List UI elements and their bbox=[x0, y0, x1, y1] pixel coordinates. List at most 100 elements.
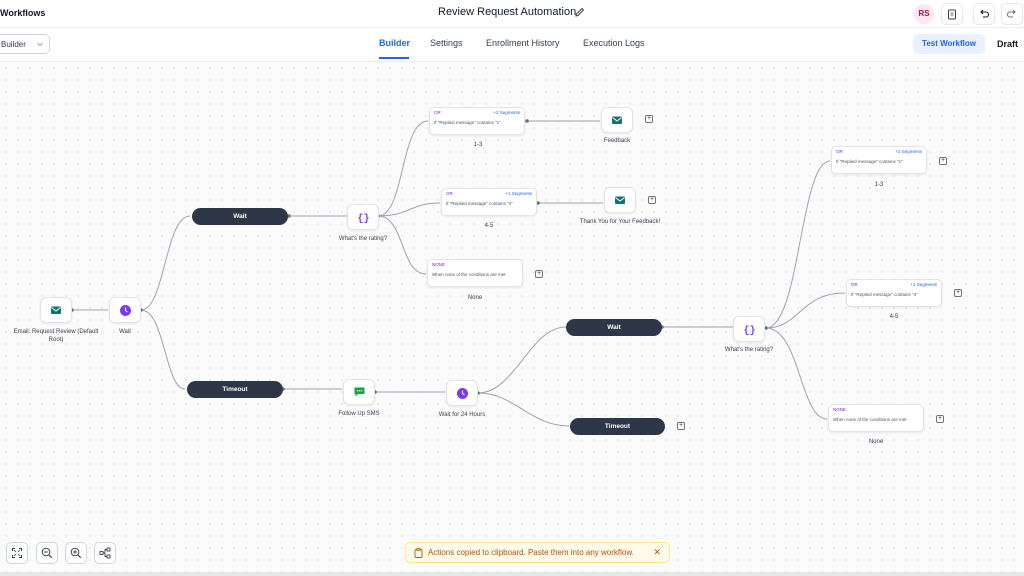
add-step-button[interactable]: + bbox=[677, 422, 685, 430]
condition-text: If "Replied message" contains "1" bbox=[434, 120, 501, 125]
email-node-label: Email: Request Review (Default Root) bbox=[13, 329, 99, 343]
wait-node[interactable] bbox=[109, 297, 141, 323]
zoom-out-button[interactable] bbox=[36, 542, 58, 564]
wait-24-node[interactable] bbox=[446, 380, 478, 406]
redo-icon bbox=[1006, 9, 1016, 18]
email-icon bbox=[51, 306, 61, 314]
clock-icon bbox=[456, 387, 468, 399]
condition-card[interactable]: OR +1 Segments If "Replied message" cont… bbox=[441, 188, 537, 216]
rating-condition-node[interactable]: {} bbox=[733, 316, 765, 342]
clipboard-icon bbox=[414, 548, 423, 558]
condition-label: 1-3 bbox=[473, 142, 483, 148]
close-icon[interactable]: ✕ bbox=[653, 547, 661, 557]
braces-icon: {} bbox=[357, 213, 369, 224]
condition-label: 4-5 bbox=[484, 223, 494, 229]
condition-tag: NONE bbox=[833, 407, 847, 412]
thank-you-node[interactable] bbox=[604, 187, 636, 213]
condition-label: 1-3 bbox=[874, 182, 884, 188]
add-step-button[interactable]: + bbox=[645, 115, 653, 123]
wait-24-node-label: Wait for 24 Hours bbox=[438, 412, 486, 418]
clipboard-icon bbox=[948, 9, 956, 20]
condition-label: None bbox=[467, 295, 483, 301]
workflow-name[interactable]: Review Request Automation bbox=[438, 6, 577, 18]
redo-button[interactable] bbox=[1001, 3, 1023, 25]
tab-builder[interactable]: Builder bbox=[379, 38, 411, 48]
zoom-out-icon bbox=[41, 547, 53, 559]
rating-condition-label: What's the rating? bbox=[338, 236, 388, 242]
test-workflow-button[interactable]: Test Workflow bbox=[913, 34, 985, 54]
condition-label: 4-5 bbox=[889, 314, 899, 320]
condition-text: If "Replied message" contains "4" bbox=[446, 201, 513, 206]
braces-icon: {} bbox=[743, 325, 755, 336]
svg-text:{}: {} bbox=[357, 213, 369, 224]
condition-card[interactable]: OR +2 Segments If "Replied message" cont… bbox=[831, 146, 927, 174]
clock-icon bbox=[119, 304, 131, 316]
undo-icon bbox=[980, 9, 990, 18]
wait-branch-pill[interactable]: Wait bbox=[566, 319, 662, 336]
thank-you-node-label: Thank You for Your Feedback! bbox=[579, 219, 661, 225]
condition-card[interactable]: NONE When none of the conditions are met bbox=[828, 404, 924, 432]
feedback-node-label: Feedback bbox=[603, 138, 631, 144]
chevron-down-icon bbox=[37, 42, 43, 47]
bottom-strip bbox=[0, 572, 1024, 576]
sub-header: Builder Builder Settings Enrollment Hist… bbox=[0, 28, 1024, 62]
add-step-button[interactable]: + bbox=[954, 289, 962, 297]
add-step-button[interactable]: + bbox=[939, 157, 947, 165]
condition-segments[interactable]: +2 Segments bbox=[895, 149, 922, 154]
condition-segments[interactable]: +1 Segments bbox=[505, 191, 532, 196]
email-icon bbox=[612, 116, 622, 124]
condition-tag: OR bbox=[446, 191, 453, 196]
sms-node-label: Follow Up SMS bbox=[338, 411, 380, 417]
tab-enrollment-history[interactable]: Enrollment History bbox=[486, 38, 560, 48]
condition-tag: NONE bbox=[432, 262, 446, 267]
app-title[interactable]: Workflows bbox=[0, 8, 46, 18]
chat-icon bbox=[354, 387, 364, 397]
clipboard-toast: Actions copied to clipboard. Paste them … bbox=[405, 542, 670, 563]
condition-tag: OR bbox=[434, 110, 441, 115]
pencil-icon[interactable] bbox=[574, 6, 586, 18]
expand-icon bbox=[12, 548, 22, 558]
rating-condition-label: What's the rating? bbox=[724, 347, 774, 353]
condition-text: When none of the conditions are met bbox=[432, 272, 506, 277]
auto-layout-button[interactable] bbox=[94, 542, 116, 564]
condition-label: None bbox=[868, 439, 884, 445]
status-badge[interactable]: Draft bbox=[997, 39, 1019, 49]
condition-text: If "Replied message" contains "1" bbox=[836, 159, 903, 164]
fit-view-button[interactable] bbox=[6, 542, 28, 564]
sms-node[interactable] bbox=[343, 379, 375, 405]
condition-card[interactable]: NONE When none of the conditions are met bbox=[427, 259, 523, 287]
top-bar: Workflows Review Request Automation RS bbox=[0, 0, 1024, 28]
view-select-value: Builder bbox=[1, 40, 26, 49]
avatar[interactable]: RS bbox=[914, 4, 934, 24]
feedback-node[interactable] bbox=[601, 107, 633, 133]
svg-text:{}: {} bbox=[743, 325, 755, 336]
add-step-button[interactable]: + bbox=[648, 196, 656, 204]
condition-card[interactable]: OR +2 Segments If "Replied message" cont… bbox=[429, 107, 525, 135]
condition-text: If "Replied message" contains "4" bbox=[851, 292, 918, 297]
wait-node-label: Wait bbox=[119, 329, 131, 335]
email-node[interactable] bbox=[40, 297, 72, 323]
condition-segments[interactable]: +2 Segments bbox=[493, 110, 520, 115]
hierarchy-icon bbox=[99, 547, 111, 559]
condition-tag: OR bbox=[836, 149, 843, 154]
undo-button[interactable] bbox=[973, 3, 995, 25]
view-select[interactable]: Builder bbox=[0, 34, 50, 54]
add-step-button[interactable]: + bbox=[535, 270, 543, 278]
zoom-in-icon bbox=[70, 547, 82, 559]
timeout-branch-pill[interactable]: Timeout bbox=[187, 381, 283, 398]
wait-branch-pill[interactable]: Wait bbox=[192, 208, 288, 225]
condition-text: When none of the conditions are met bbox=[833, 417, 907, 422]
rating-condition-node[interactable]: {} bbox=[347, 204, 379, 230]
condition-card[interactable]: OR +1 Segments If "Replied message" cont… bbox=[846, 279, 942, 307]
tab-settings[interactable]: Settings bbox=[430, 38, 463, 48]
timeout-branch-pill[interactable]: Timeout bbox=[570, 418, 665, 435]
toast-message: Actions copied to clipboard. Paste them … bbox=[428, 548, 634, 557]
zoom-in-button[interactable] bbox=[65, 542, 87, 564]
active-tab-indicator bbox=[379, 57, 409, 59]
tab-execution-logs[interactable]: Execution Logs bbox=[583, 38, 645, 48]
clipboard-button[interactable] bbox=[941, 3, 963, 25]
condition-segments[interactable]: +1 Segments bbox=[910, 282, 937, 287]
email-icon bbox=[615, 196, 625, 204]
condition-tag: OR bbox=[851, 282, 858, 287]
add-step-button[interactable]: + bbox=[936, 415, 944, 423]
